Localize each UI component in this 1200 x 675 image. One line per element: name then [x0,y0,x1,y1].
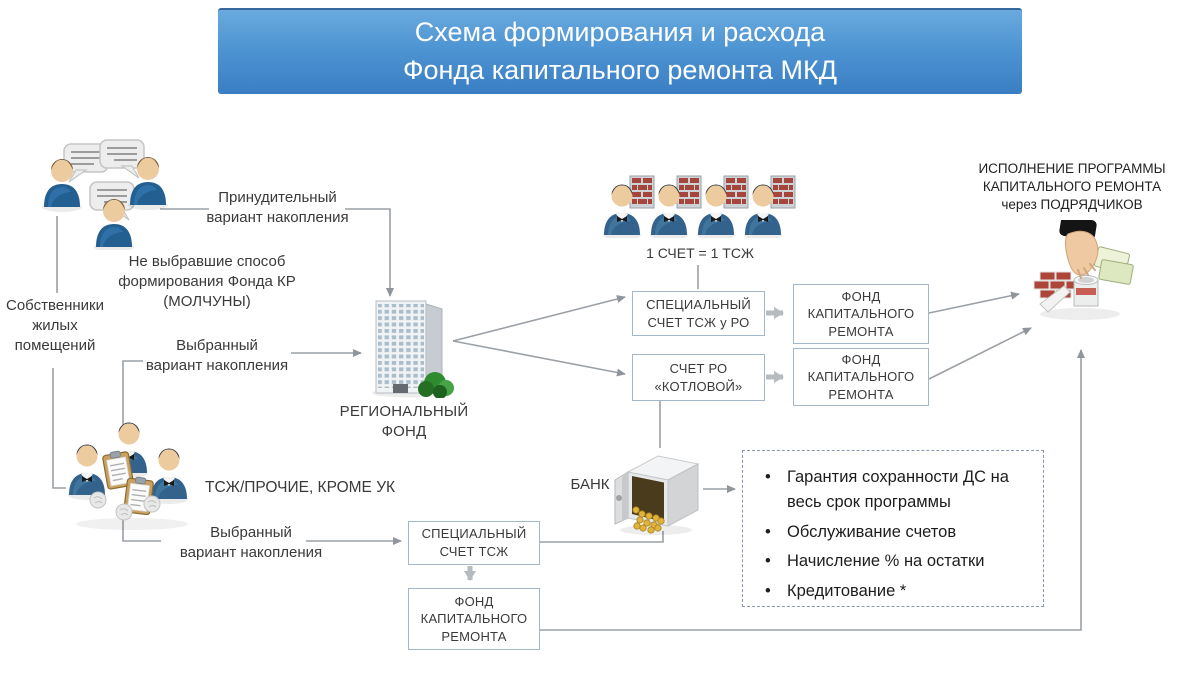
regional-fund-label: РЕГИОНАЛЬНЫЙ ФОНД [339,403,469,440]
fund-capital-repair-box-2: ФОНД КАПИТАЛЬНОГО РЕМОНТА [793,348,929,406]
execution-program-label: ИСПОЛНЕНИЕ ПРОГРАММЫ КАПИТАЛЬНОГО РЕМОНТ… [978,161,1166,212]
chosen-option-bottom-label: Выбранный вариант накопления [179,524,323,561]
title-banner: Схема формирования и расхода Фонда капит… [218,8,1022,94]
account-ro-kotlovoy-box: СЧЕТ РО «КОТЛОВОЙ» [632,354,765,401]
bank-services-box: Гарантия сохранности ДС на весь срок про… [742,450,1044,607]
fund-capital-repair-box-1: ФОНД КАПИТАЛЬНОГО РЕМОНТА [793,284,929,344]
bank-services-list: Гарантия сохранности ДС на весь срок про… [743,451,1043,604]
forced-option-label: Принудительный вариант накопления [206,189,349,226]
bank-service-item: Гарантия сохранности ДС на весь срок про… [757,465,1033,515]
bank-label: БАНК [570,476,610,493]
bank-service-item: Обслуживание счетов [757,520,1033,545]
tsg-others-label: ТСЖ/ПРОЧИЕ, КРОМЕ УК [205,479,396,496]
owners-label: Собственники жилых помещений [6,297,104,354]
office-building-icon [372,300,454,398]
special-account-tsg-box: СПЕЦИАЛЬНЫЙ СЧЕТ ТСЖ [408,521,540,565]
open-safe-coins-icon [614,455,700,535]
bank-service-item: Кредитование * [757,579,1033,604]
fund-capital-repair-box-3: ФОНД КАПИТАЛЬНОГО РЕМОНТА [408,588,540,650]
hand-money-bricks-icon [1033,220,1134,320]
bank-service-item: Начисление % на остатки [757,549,1033,574]
one-account-label: 1 СЧЕТ = 1 ТСЖ [646,245,754,261]
businessmen-houses-icon [603,175,796,238]
silent-owners-label: Не выбравшие способ формирования Фонда К… [118,253,296,310]
people-chat-icon [42,139,168,250]
people-clipboards-icon [68,422,188,530]
special-account-tsg-ro-box: СПЕЦИАЛЬНЫЙ СЧЕТ ТСЖ у РО [632,291,765,336]
chosen-option-top-label: Выбранный вариант накопления [145,337,289,374]
